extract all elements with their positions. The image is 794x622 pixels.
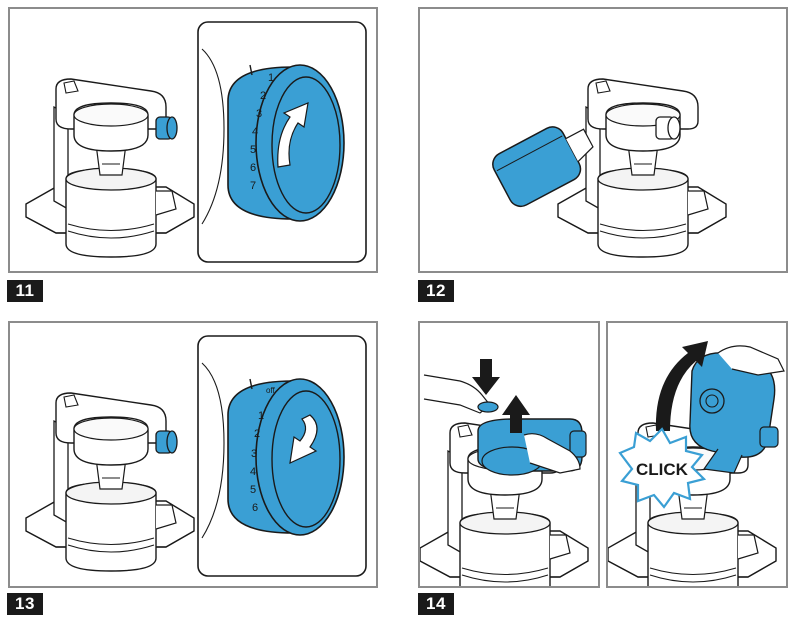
speed-knob-small <box>155 116 178 140</box>
dial-mark: 4 <box>252 126 258 138</box>
step-number-badge: 11 <box>7 280 43 302</box>
step-number-badge: 14 <box>418 593 454 615</box>
dial-mark: 1 <box>268 72 274 84</box>
rotate-clockwise-arrow-icon <box>277 102 309 168</box>
speed-knob-small <box>155 430 178 454</box>
step-number-badge: 12 <box>418 280 454 302</box>
swing-up-arrow-icon <box>655 341 708 431</box>
dial-mark: 6 <box>250 162 256 174</box>
rotate-counterclockwise-arrow-icon <box>289 414 318 465</box>
lift-up-arrow-icon <box>502 395 530 433</box>
blue-raised-arm <box>689 352 779 474</box>
click-burst-icon: CLICK <box>618 427 707 509</box>
drive-cover <box>655 116 681 140</box>
hand-illustration <box>717 345 785 376</box>
speed-dial-13 <box>227 378 345 536</box>
dial-mark: 6 <box>252 502 258 514</box>
step-14-panel-release <box>418 321 600 588</box>
step-number-badge: 13 <box>7 593 43 615</box>
dial-mark: 2 <box>254 428 260 440</box>
dial-mark: 3 <box>251 448 257 460</box>
dial-mark: 4 <box>250 466 256 478</box>
hand-illustration <box>423 374 581 474</box>
dial-scale-11: 1 2 3 4 5 6 7 <box>250 72 274 192</box>
press-down-arrow-icon <box>472 359 500 395</box>
speed-dial-11 <box>227 64 345 222</box>
dial-mark: 7 <box>250 180 256 192</box>
dial-scale-13: off 1 2 3 4 5 6 <box>250 386 276 514</box>
dial-mark: 3 <box>256 108 262 120</box>
dial-mark: 5 <box>250 144 256 156</box>
step-13-panel: off 1 2 3 4 5 6 <box>8 321 378 588</box>
dial-mark: 5 <box>250 484 256 496</box>
dial-mark: 2 <box>260 90 266 102</box>
dial-mark: 1 <box>258 410 264 422</box>
appliance-illustration <box>25 78 195 258</box>
step-14-panel-lift: CLICK <box>606 321 788 588</box>
dial-off-mark: off <box>266 386 276 395</box>
appliance-illustration <box>25 392 195 572</box>
blue-attachment <box>492 126 594 208</box>
click-label: CLICK <box>636 460 689 479</box>
appliance-illustration <box>557 78 727 258</box>
step-11-panel: 1 2 3 4 5 6 7 <box>8 7 378 273</box>
step-12-panel <box>418 7 788 273</box>
